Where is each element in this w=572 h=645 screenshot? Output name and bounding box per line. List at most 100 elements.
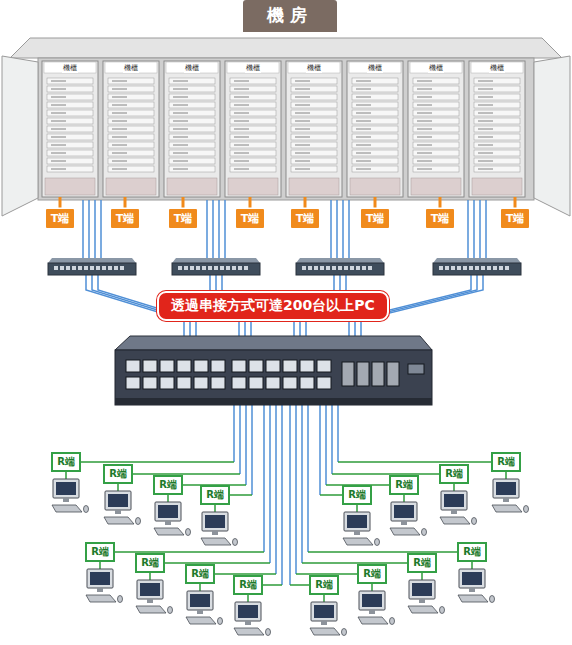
server-slot [356, 129, 371, 130]
rack-label: 機櫃 [123, 63, 139, 73]
node-text: T端 [366, 211, 385, 226]
rack-header [166, 62, 218, 73]
server-slot [112, 81, 127, 82]
pc-link [323, 595, 325, 602]
keyboard [234, 628, 264, 635]
switch-port [469, 266, 473, 270]
server-slot [234, 121, 249, 122]
screen [108, 494, 128, 507]
network-cable [289, 405, 291, 585]
rack-header [288, 62, 340, 73]
rack-base [167, 178, 217, 195]
monitor [459, 569, 485, 588]
server-slot [51, 145, 66, 146]
node-text: R端 [57, 455, 75, 469]
switch-port [302, 266, 306, 270]
pc-link [149, 573, 151, 580]
server-slot [417, 89, 432, 90]
mouse [266, 629, 271, 636]
pc-icon [136, 580, 173, 614]
switch-port [356, 266, 360, 270]
pc-icon [154, 502, 191, 536]
rack-server [47, 150, 93, 156]
server-slot [234, 161, 249, 162]
sfp-port [342, 362, 354, 386]
receiver-box: R端 [357, 564, 387, 584]
switch-port [232, 360, 246, 372]
pc-icon [440, 491, 477, 525]
server-rack [103, 61, 159, 197]
rack-base [411, 178, 461, 195]
rack-server [230, 94, 276, 100]
keyboard [201, 538, 231, 545]
rack-server [474, 118, 520, 124]
network-cable [319, 405, 321, 495]
keyboard [343, 538, 373, 545]
rack-server [352, 102, 398, 108]
rack-server [47, 102, 93, 108]
server-slot [173, 129, 188, 130]
node-text: R端 [463, 545, 481, 559]
switch-port [211, 377, 225, 389]
pc-link [356, 505, 358, 512]
server-slot [51, 161, 66, 162]
server-slot [417, 161, 432, 162]
switch-port [194, 377, 208, 389]
switch-port [214, 266, 218, 270]
network-switch [48, 263, 136, 275]
node-text: R端 [445, 467, 463, 481]
server-slot [417, 97, 432, 98]
monitor-stand [63, 498, 69, 502]
rack-server [474, 142, 520, 148]
rack-server [352, 86, 398, 92]
rack-label: 機櫃 [367, 63, 383, 73]
rack-server [169, 150, 215, 156]
sfp-port [357, 362, 369, 386]
server-slot [417, 153, 432, 154]
rack-server [352, 142, 398, 148]
rack-server [352, 150, 398, 156]
server-slot [173, 137, 188, 138]
server-slot [478, 89, 493, 90]
server-slot [356, 81, 371, 82]
rack-server [474, 158, 520, 164]
rack-server [108, 118, 154, 124]
rack-server [169, 158, 215, 164]
keyboard [86, 595, 116, 602]
switch-port [232, 266, 236, 270]
receiver-link [320, 494, 342, 496]
rack-link [374, 197, 377, 208]
keyboard [440, 517, 470, 524]
server-slot [173, 81, 188, 82]
rack-server [291, 78, 337, 84]
network-cable [100, 200, 102, 258]
rack-server [230, 110, 276, 116]
monitor [137, 580, 163, 599]
server-slot [295, 97, 310, 98]
mouse [168, 607, 173, 614]
server-slot [234, 89, 249, 90]
switch-port [126, 360, 140, 372]
switch-port [445, 266, 449, 270]
receiver-link [133, 473, 240, 475]
rack-server [169, 142, 215, 148]
receiver-link [338, 461, 491, 463]
node-text: R端 [141, 556, 159, 570]
switch-port [368, 266, 372, 270]
network-cable [206, 200, 208, 258]
rack-label: 機櫃 [306, 63, 322, 73]
rack-server [230, 150, 276, 156]
receiver-box: R端 [135, 553, 165, 573]
server-slot [295, 129, 310, 130]
rack-server [230, 158, 276, 164]
network-cable [485, 200, 487, 258]
switch-port [177, 377, 191, 389]
server-slot [173, 97, 188, 98]
keyboard [458, 595, 488, 602]
server-slot [173, 105, 188, 106]
rack-header [44, 62, 96, 73]
mouse [218, 618, 223, 625]
switch-port [143, 360, 157, 372]
switch-port [178, 266, 182, 270]
rack-link [182, 197, 185, 208]
